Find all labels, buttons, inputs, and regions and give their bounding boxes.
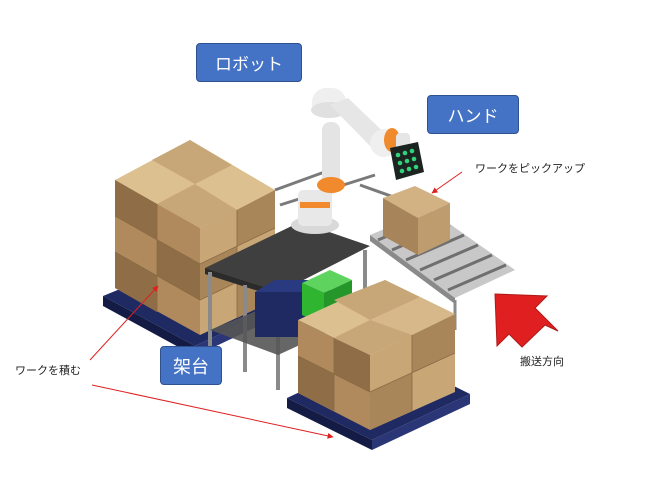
hand-label: ハンド [427,95,519,134]
direction-annotation: 搬送方向 [520,355,564,368]
stack-arrow-left [89,285,159,361]
picked-workpiece [383,186,450,255]
stack-arrow-front [91,384,334,439]
stand-top [205,222,370,292]
robot-label: ロボット [196,43,302,82]
stand-label: 架台 [160,346,222,385]
stack-annotation: ワークを積む [15,364,81,377]
left-pallet-front [103,296,195,356]
gripper-hand [390,142,424,180]
pick-annotation-arrow [431,171,463,194]
pick-up-annotation: ワークをピックアップ [475,162,585,175]
conveyance-direction-arrow [494,293,559,348]
robot-arm [291,88,410,234]
front-pallet-stack [287,280,470,450]
